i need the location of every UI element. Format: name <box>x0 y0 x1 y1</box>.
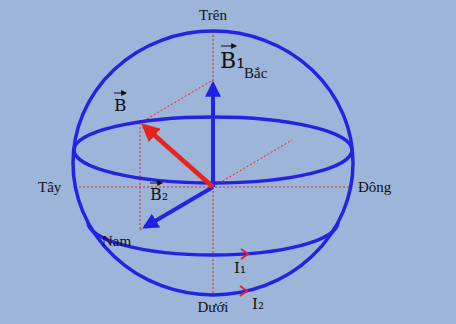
direction-label: Dưới <box>195 300 230 315</box>
direction-label: Đông <box>358 180 391 195</box>
sphere-outline <box>73 31 353 295</box>
direction-label: Trên <box>199 8 227 23</box>
b2-vector <box>145 187 213 227</box>
b-vector <box>144 126 213 187</box>
b1-vector <box>211 84 215 187</box>
direction-label: Bắc <box>244 66 267 81</box>
direction-label: Nam <box>102 234 131 249</box>
dotted-axes <box>75 31 351 295</box>
current-symbol: I₁ <box>234 261 246 276</box>
vector-symbol: B <box>114 97 127 114</box>
direction-label: Tây <box>38 180 61 195</box>
vector-symbol: B₂ <box>150 187 168 203</box>
current-symbol: I₂ <box>252 297 264 312</box>
vector-symbol: B₁ <box>220 50 245 72</box>
vector-sign <box>114 46 236 183</box>
